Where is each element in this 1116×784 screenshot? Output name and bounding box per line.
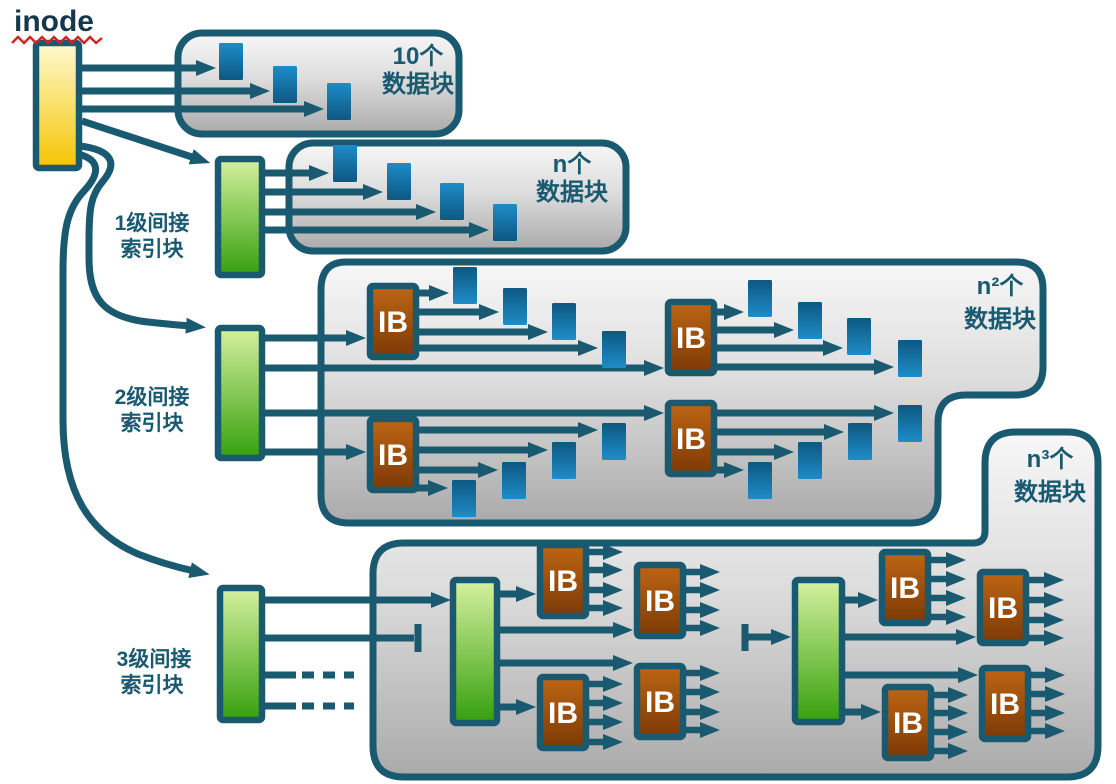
ib-label: IB — [645, 585, 675, 618]
count-label: n个 — [553, 151, 593, 178]
level2-output-arrows — [262, 330, 664, 460]
data-block — [453, 267, 477, 304]
data-block — [748, 462, 772, 499]
level3-output-arrows — [262, 592, 451, 710]
level1-index-block — [214, 155, 266, 279]
ib-block — [536, 673, 590, 752]
ib-block — [633, 662, 687, 741]
label-line1: 2级间接 — [115, 385, 190, 409]
red-squiggle-underline — [11, 35, 103, 45]
level3-inner-index-block-a — [449, 576, 501, 727]
ib-blocks — [366, 282, 1032, 762]
level3-index-block — [216, 584, 266, 724]
data-block — [493, 204, 517, 241]
ib-label: IB — [378, 439, 408, 472]
data-block — [898, 405, 922, 442]
inode-label: inode — [14, 5, 94, 38]
data-block — [847, 318, 871, 355]
data-block — [552, 442, 576, 479]
count-label: n²个 — [977, 273, 1025, 300]
data-block — [327, 83, 351, 120]
data-block — [898, 340, 922, 377]
ib-label: IB — [645, 686, 675, 719]
ib4-output-arrows — [714, 405, 894, 478]
ib-label: IB — [676, 423, 706, 456]
ib-label: IB — [988, 592, 1018, 625]
ib-block — [366, 415, 420, 494]
ib-label: IB — [893, 707, 923, 740]
cluster-b-entry — [741, 624, 791, 651]
cluster-a-arrows — [497, 544, 720, 750]
ib-label: IB — [378, 306, 408, 339]
inode-indirect-curves — [59, 142, 210, 578]
level3-inner-index-block-b — [791, 576, 846, 726]
ib-block — [664, 399, 718, 478]
ib1-output-arrows — [417, 285, 598, 356]
data-block — [387, 163, 411, 200]
label-line1: 1级间接 — [115, 211, 190, 235]
data-block — [848, 423, 872, 460]
ib-block — [366, 282, 420, 361]
level1-index-label: 1级间接 索引块 — [115, 211, 190, 261]
type-label: 数据块 — [964, 306, 1036, 333]
container-double-caption: n²个 数据块 — [964, 273, 1036, 333]
level3-index-label: 3级间接 索引块 — [117, 647, 192, 697]
data-block — [503, 288, 527, 325]
ib-block — [978, 664, 1032, 743]
ib-block — [878, 548, 932, 627]
data-block — [602, 423, 626, 460]
arrow-to-level1-index — [80, 117, 211, 165]
ib-label: IB — [990, 688, 1020, 721]
ib3-output-arrows — [417, 422, 598, 496]
data-block — [273, 66, 297, 103]
level2-index-block — [214, 324, 266, 462]
curve-to-level2-index — [79, 142, 206, 334]
ib-label: IB — [676, 322, 706, 355]
data-block — [552, 303, 576, 340]
ib-label: IB — [548, 565, 578, 598]
data-block — [440, 183, 464, 220]
level1-output-arrows — [262, 165, 489, 238]
double-indirect-data-blocks — [452, 267, 922, 517]
label-line1: 3级间接 — [117, 647, 192, 671]
direct-data-blocks — [219, 43, 351, 120]
data-block — [798, 442, 822, 479]
curve-to-level3-index — [59, 150, 210, 578]
type-label: 数据块 — [536, 179, 608, 206]
data-block — [333, 145, 357, 182]
data-block — [452, 480, 476, 517]
label-line2: 索引块 — [121, 412, 185, 435]
level2-index-label: 2级间接 索引块 — [115, 385, 190, 435]
ib-block — [633, 561, 687, 640]
type-label: 数据块 — [1014, 479, 1086, 506]
data-block — [798, 302, 822, 339]
container-single-caption: n个 数据块 — [536, 151, 608, 206]
cluster-b-arrows — [842, 552, 1065, 759]
inode-block — [32, 39, 83, 172]
single-indirect-data-blocks — [333, 145, 517, 241]
count-label: 10个 — [393, 43, 445, 70]
data-block — [219, 43, 243, 80]
type-label: 数据块 — [382, 71, 454, 98]
ib-block — [881, 683, 935, 762]
data-block — [502, 462, 526, 499]
container-direct-caption: 10个 数据块 — [382, 43, 454, 98]
count-label: n³个 — [1027, 446, 1075, 473]
data-block — [748, 280, 772, 317]
ib-labels: IB IB IB IB IB IB IB IB IB IB IB IB — [378, 306, 1020, 740]
ib-block — [976, 568, 1030, 647]
ib-block — [664, 298, 718, 377]
ib-label: IB — [890, 572, 920, 605]
ib-block — [536, 541, 590, 620]
label-line2: 索引块 — [121, 238, 185, 261]
ib-label: IB — [548, 697, 578, 730]
inode-direct-arrows — [79, 60, 324, 165]
data-block — [602, 331, 626, 368]
container-triple-caption: n³个 数据块 — [1014, 446, 1086, 506]
label-line2: 索引块 — [121, 674, 185, 697]
